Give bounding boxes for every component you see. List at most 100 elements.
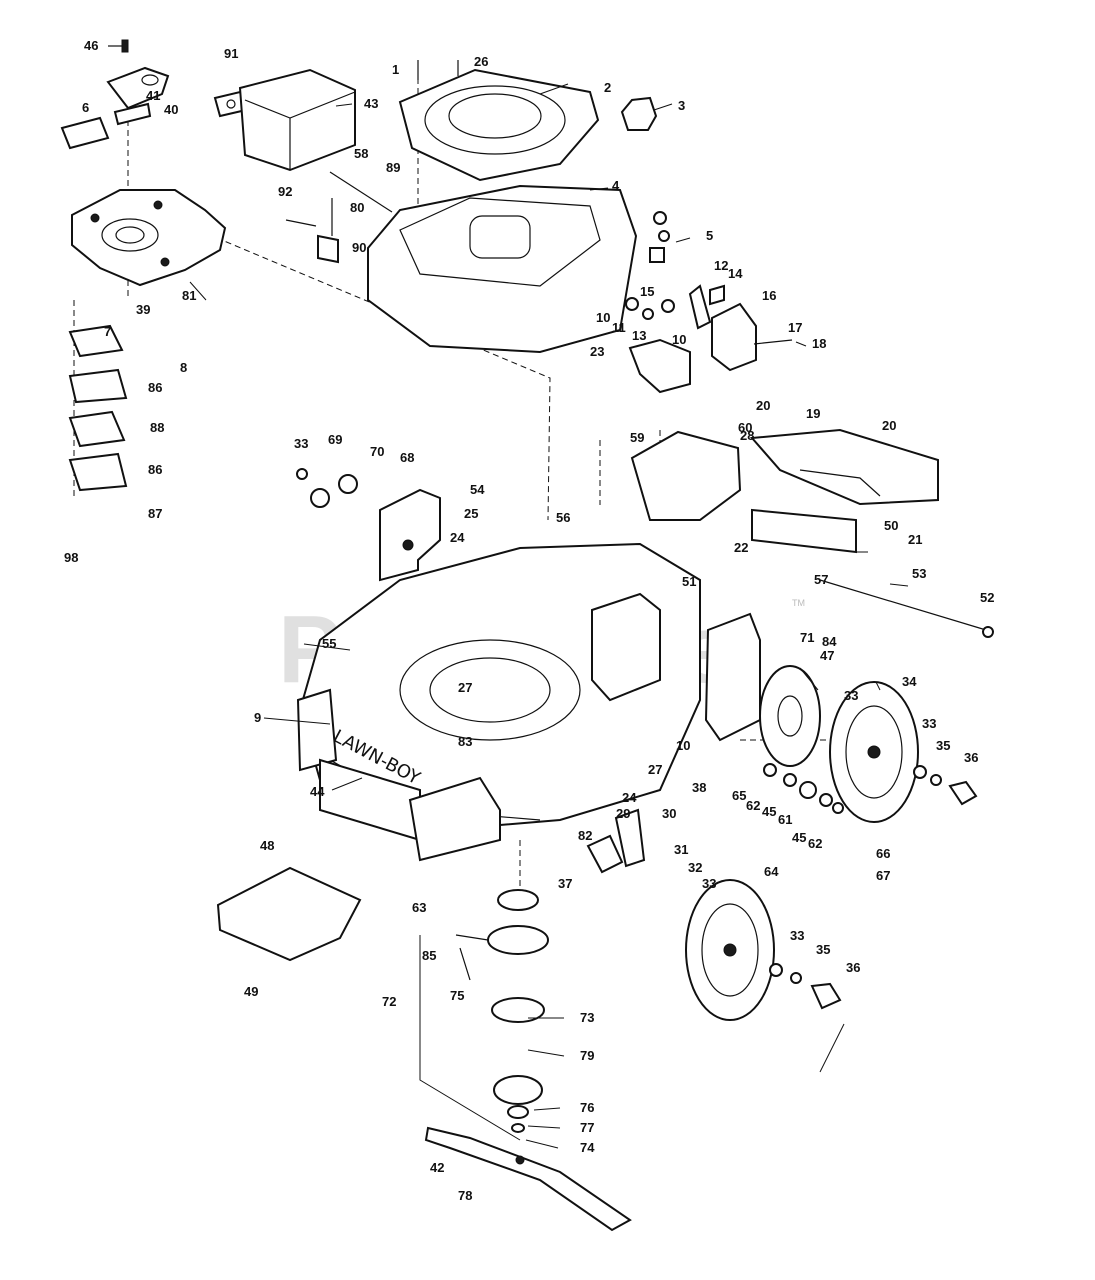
callout-62a: 62 <box>746 798 760 813</box>
callout-21: 21 <box>908 532 922 547</box>
callout-37: 37 <box>558 876 572 891</box>
wheel-hardware-front <box>763 763 978 814</box>
callout-70: 70 <box>370 444 384 459</box>
callout-64: 64 <box>764 864 779 879</box>
callout-90: 90 <box>352 240 366 255</box>
engine-shroud <box>367 184 638 354</box>
callout-44: 44 <box>310 784 325 799</box>
callout-30: 30 <box>662 806 676 821</box>
callout-22: 22 <box>734 540 748 555</box>
blade-adapter-stack <box>455 889 549 1133</box>
callout-75: 75 <box>450 988 464 1003</box>
callout-48: 48 <box>260 838 274 853</box>
callout-84: 84 <box>822 634 837 649</box>
callout-23: 23 <box>590 344 604 359</box>
callout-14: 14 <box>728 266 743 281</box>
callout-29: 29 <box>616 806 630 821</box>
wheel-bracket-plate-68 <box>379 488 441 582</box>
callout-5: 5 <box>706 228 713 243</box>
callout-26: 26 <box>474 54 488 69</box>
callout-68: 68 <box>400 450 414 465</box>
callout-45a: 45 <box>762 804 776 819</box>
callout-60: 60 <box>738 420 752 435</box>
callout-18: 18 <box>812 336 826 351</box>
callout-52: 52 <box>980 590 994 605</box>
callout-54: 54 <box>470 482 485 497</box>
callout-8: 8 <box>180 360 187 375</box>
bushings-69 <box>296 468 358 508</box>
callout-6: 6 <box>82 100 89 115</box>
callout-86a: 86 <box>148 380 162 395</box>
callout-61: 61 <box>778 812 792 827</box>
callout-42: 42 <box>430 1160 444 1175</box>
callout-76: 76 <box>580 1100 594 1115</box>
bracket-line-72 <box>419 935 521 1141</box>
callout-57: 57 <box>814 572 828 587</box>
callout-55: 55 <box>322 636 336 651</box>
callout-83: 83 <box>458 734 472 749</box>
axle-53 <box>819 579 994 638</box>
callout-2: 2 <box>604 80 611 95</box>
callout-35b: 35 <box>816 942 830 957</box>
callout-31: 31 <box>674 842 688 857</box>
callout-72: 72 <box>382 994 396 1009</box>
callout-58: 58 <box>354 146 368 161</box>
bracket-23 <box>628 338 691 394</box>
callout-86b: 86 <box>148 462 162 477</box>
callout-49: 49 <box>244 984 258 999</box>
callout-1: 1 <box>392 62 399 77</box>
fuel-cap <box>620 96 658 131</box>
wheel-64 <box>685 879 775 1021</box>
leader-lines <box>189 83 909 1149</box>
air-cleaner-cover <box>398 68 600 182</box>
exhaust-elbow <box>106 66 170 110</box>
callout-89: 89 <box>386 160 400 175</box>
deck-side-plate <box>591 592 661 702</box>
callout-59: 59 <box>630 430 644 445</box>
callout-11: 11 <box>612 320 626 335</box>
callout-19: 19 <box>806 406 820 421</box>
callout-27a: 27 <box>458 680 472 695</box>
linkage-5 <box>649 211 670 263</box>
callout-67: 67 <box>876 868 890 883</box>
callout-33b: 33 <box>844 688 858 703</box>
callout-40: 40 <box>164 102 178 117</box>
callout-98: 98 <box>64 550 78 565</box>
callout-39: 39 <box>136 302 150 317</box>
grass-deflector-48 <box>216 866 362 962</box>
callout-50: 50 <box>884 518 898 533</box>
rear-cover-28 <box>630 430 742 521</box>
gasket-40 <box>113 102 152 126</box>
callout-63: 63 <box>412 900 426 915</box>
callout-78: 78 <box>458 1188 472 1203</box>
callout-17: 17 <box>788 320 802 335</box>
callout-77: 77 <box>580 1120 594 1135</box>
speed-control-parts <box>625 284 725 330</box>
callout-27b: 27 <box>648 762 662 777</box>
callout-47: 47 <box>820 648 834 663</box>
callout-16: 16 <box>762 288 776 303</box>
bolt-92 <box>285 219 317 227</box>
front-height-adjust <box>408 776 501 862</box>
callout-12: 12 <box>714 258 728 273</box>
shroud-bolts <box>417 60 459 80</box>
callout-80: 80 <box>350 200 364 215</box>
callout-71: 71 <box>800 630 814 645</box>
deck-front-bumper <box>296 688 338 772</box>
callout-9: 9 <box>254 710 261 725</box>
callout-45b: 45 <box>792 830 806 845</box>
crankcase-cover <box>71 189 227 287</box>
callout-56: 56 <box>556 510 570 525</box>
callout-79: 79 <box>580 1048 594 1063</box>
callout-32: 32 <box>688 860 702 875</box>
wheel-34 <box>829 681 919 823</box>
muffler <box>238 68 356 172</box>
callout-33c: 33 <box>922 716 936 731</box>
callout-15: 15 <box>640 284 654 299</box>
carburetor-gaskets <box>68 324 128 492</box>
callout-34: 34 <box>902 674 917 689</box>
callout-38: 38 <box>692 780 706 795</box>
rear-wheel-bracket-71 <box>704 612 761 742</box>
bolt-89 <box>329 171 393 213</box>
